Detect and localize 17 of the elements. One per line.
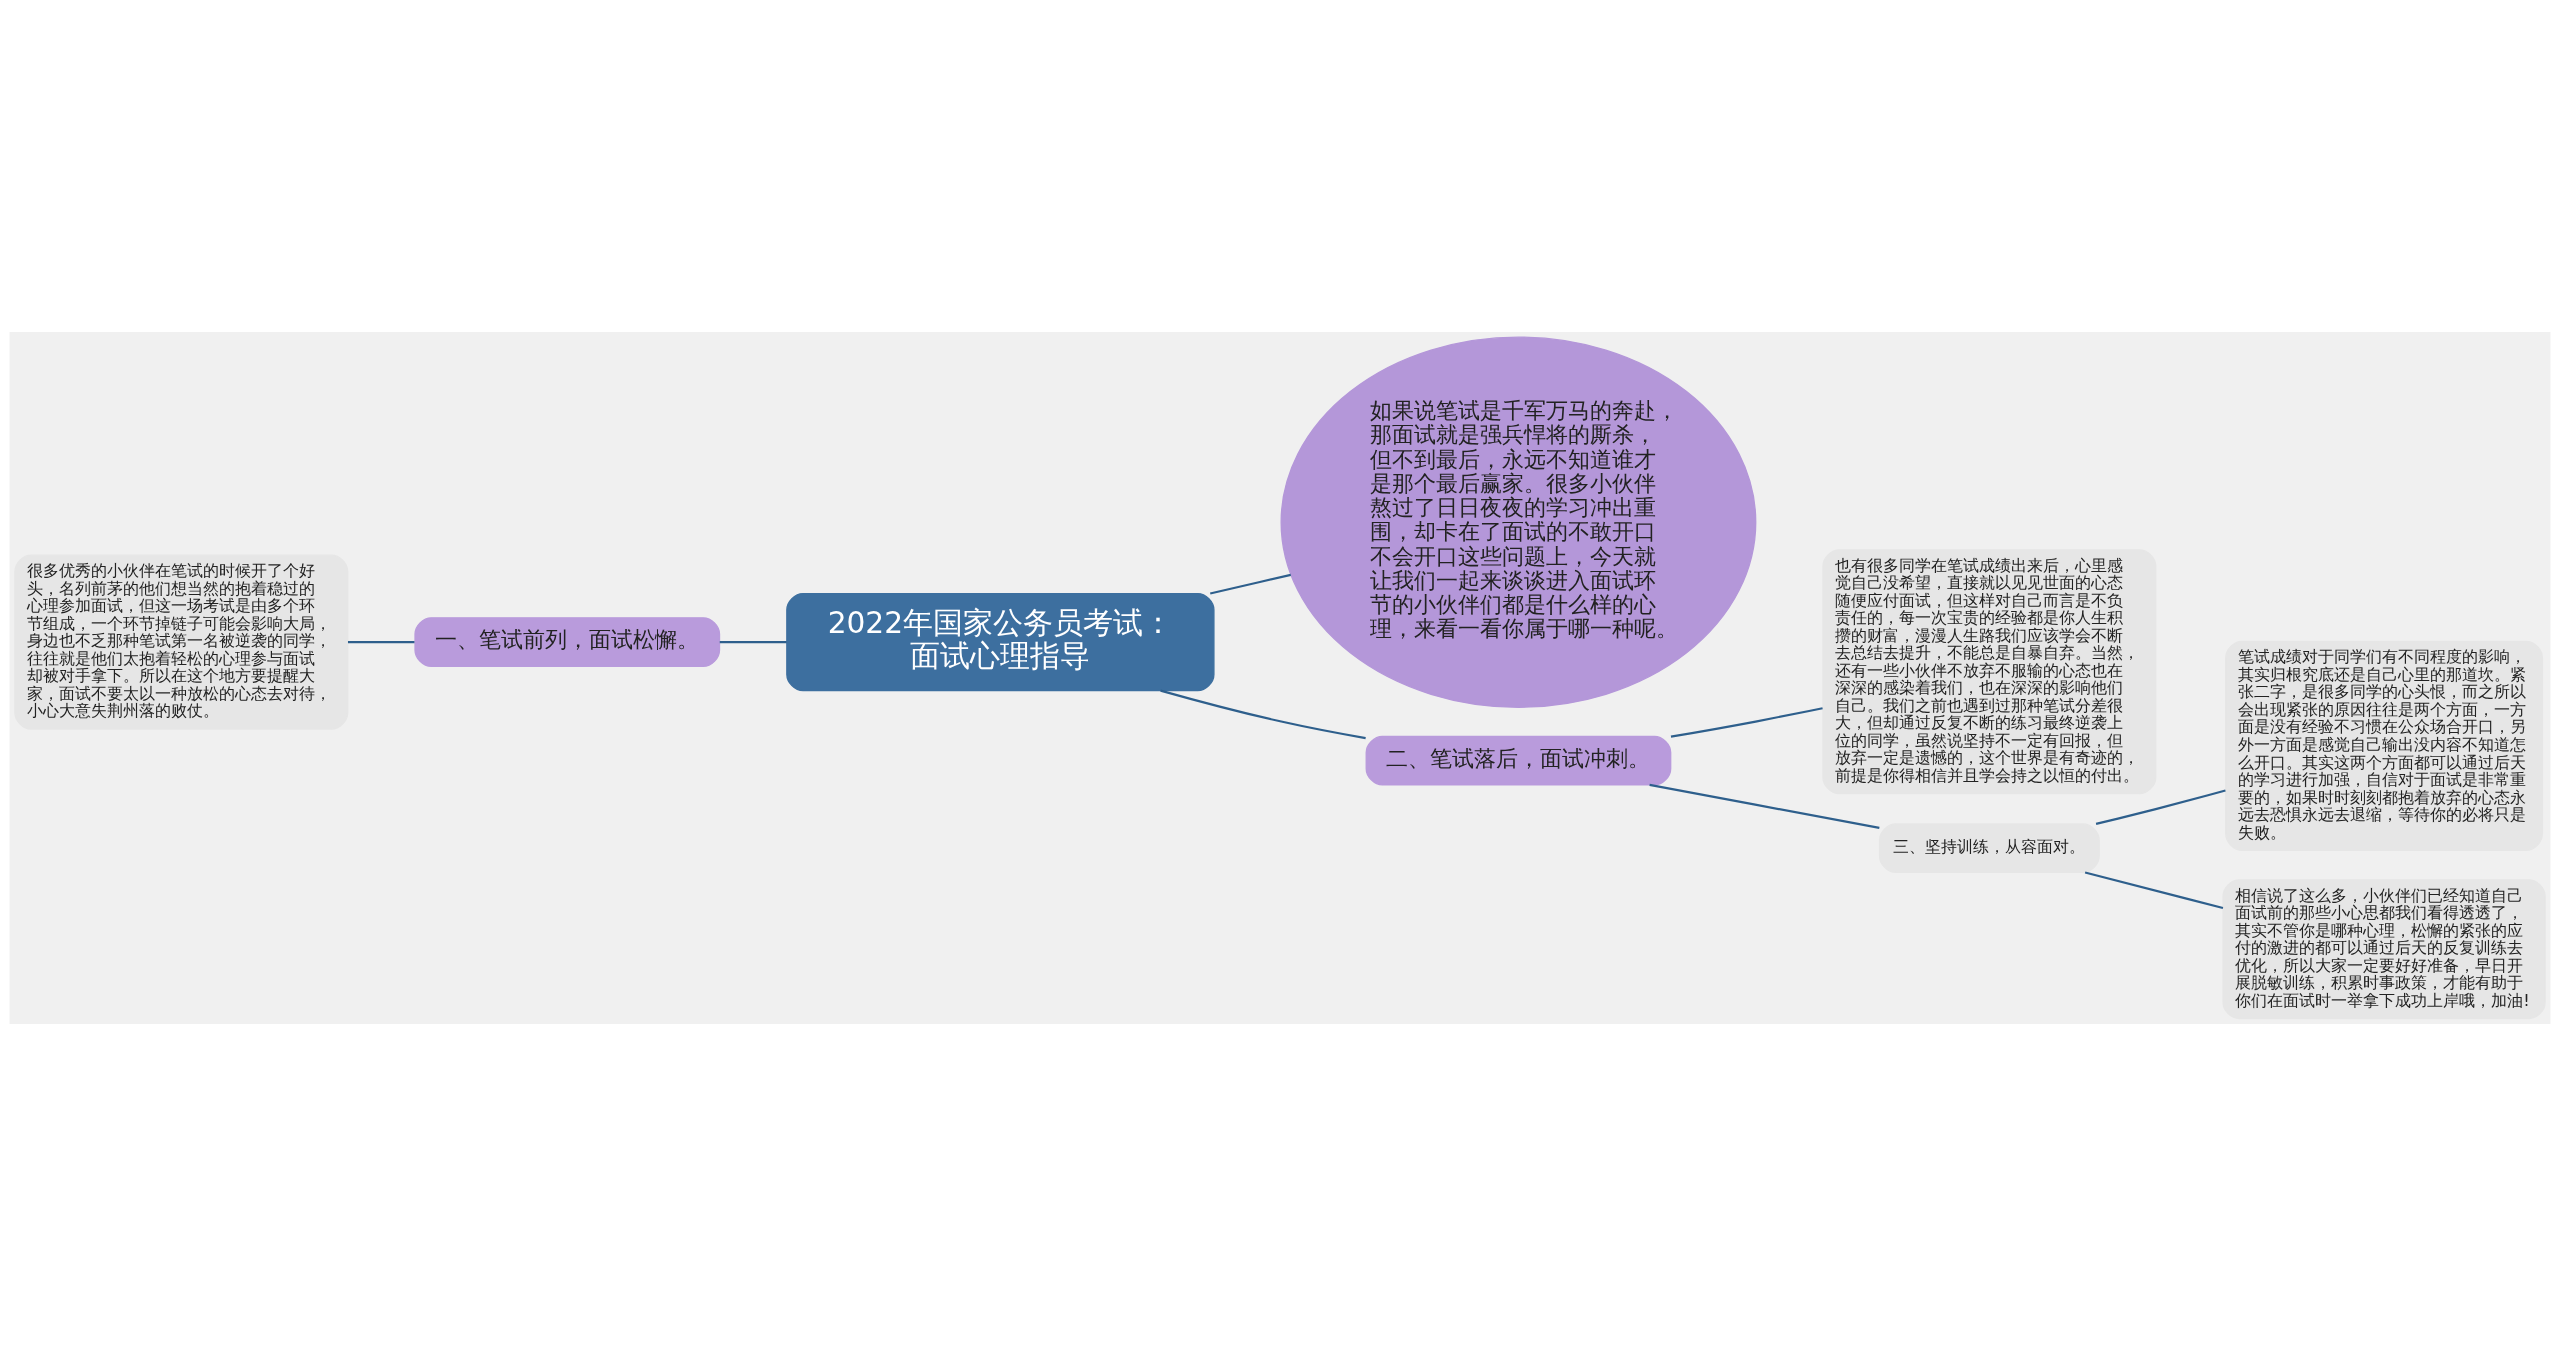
node-box: 很多优秀的小伙伴在笔试的时候开了个好头，名列前茅的他们想当然的抱着稳过的心理参加面试，但这一场考试是由多个环节组成，一个环节掉链子可能会影响大局，身边也不乏那种笔试第一名被逆袭的同学，往往就是他们太抱着轻松的心理参与面试却被对手拿下。所以在这个地方要提醒大家，面试不要太以一种放松的心态去对待，小心大意失荆州落的败仗。 [14, 554, 349, 730]
connector [1670, 706, 1823, 738]
node-box: 2022年国家公务员考试：面试心理指导 [786, 592, 1215, 691]
node-ellipse: 如果说笔试是千军万马的奔赴，那面试就是强兵悍将的厮杀，但不到最后，永远不知道谁才是那个最后赢家。很多小伙伴熬过了日日夜夜的学习冲出重围，却卡在了面试的不敢开口不会开口这些问题上，今天就让我们一起来谈谈进入面试环节的小伙伴们都是什么样的心理，来看一看你属于哪一种呢。 [1280, 335, 1757, 708]
node-box: 一、笔试前列，面试松懈。 [414, 616, 721, 667]
node-box: 二、笔试落后，面试冲刺。 [1365, 735, 1672, 786]
node-box: 也有很多同学在笔试成绩出来后，心里感觉自己没希望，直接就以见见世面的心态随便应付面试，但这样对自己而言是不负责任的，每一次宝贵的经验都是你人生积攒的财富，漫漫人生路我们应该学会不断去总结去提升，不能总是自暴自弃。当然，还有一些小伙伴不放弃不服输的心态也在深深的感染着我们，也在深深的影响他们自己。我们之前也遇到过那种笔试分差很大，但却通过反复不断的练习最终逆袭上位的同学，虽然说坚持不一定有回报，但放弃一定是遗憾的，这个世界是有奇迹的，前提是你得相信并且学会持之以恒的付出。 [1822, 548, 2157, 794]
connector [348, 640, 415, 643]
connector [719, 640, 787, 643]
node-box: 三、坚持训练，从容面对。 [1878, 822, 2100, 873]
node-box: 笔试成绩对于同学们有不同程度的影响，其实归根究底还是自己心里的那道坎。紧张二字，是很多同学的心头恨，而之所以会出现紧张的原因往往是两个方面，一方面是没有经验不习惯在公众场合开口，另外一方面是感觉自己输出没内容不知道怎么开口。其实这两个方面都可以通过后天的学习进行加强，自信对于面试是非常重要的，如果时时刻刻都抱着放弃的心态永远去恐惧永远去退缩，等待你的必将只是失败。 [2225, 640, 2544, 851]
connector [1649, 783, 1880, 829]
connector [2095, 789, 2226, 825]
node-box: 相信说了这么多，小伙伴们已经知道自己面试前的那些小心思都我们看得透透了，其实不管你是哪种心理，松懈的紧张的应付的激进的都可以通过后天的反复训练去优化，所以大家一定要好好准备，早日开展脱敏训练，积累时事政策，才能有助于你们在面试时一举拿下成功上岸哦，加油! [2222, 878, 2546, 1019]
connector [1160, 689, 1366, 739]
connector [2084, 871, 2224, 909]
connector [1210, 573, 1292, 595]
